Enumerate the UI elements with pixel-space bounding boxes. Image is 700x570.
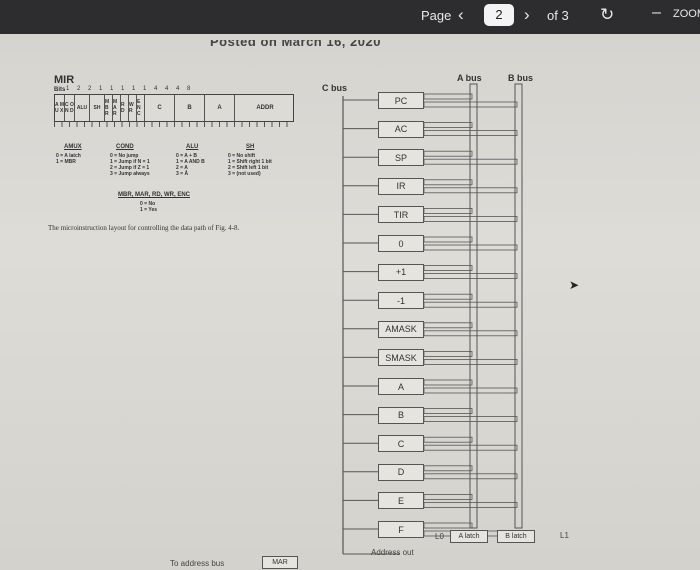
register-3: IR (378, 177, 424, 195)
register-1: AC (378, 120, 424, 138)
misc-title: MBR, MAR, RD, WR, ENC (118, 192, 190, 198)
register-12: C (378, 435, 424, 453)
a-bus-connection (423, 150, 473, 157)
mir-field-a: A (205, 95, 235, 121)
register-6: +1 (378, 263, 424, 281)
a-bus-connection (423, 379, 473, 386)
page-number-input[interactable]: 2 (484, 4, 514, 26)
register-10: A (378, 378, 424, 395)
cond-legend: 0 = No jump 1 = Jump if N = 1 2 = Jump i… (110, 153, 150, 177)
mir-field-c: C (145, 95, 175, 121)
mir-bit-ticks (54, 122, 294, 127)
register-5: 0 (378, 235, 424, 252)
register-8: AMASK (378, 320, 424, 338)
page-count: of 3 (547, 8, 569, 23)
datapath-buses (342, 83, 523, 555)
a-bus-connection (423, 265, 473, 272)
alu-legend: 0 = A + B 1 = A AND B 2 = A 3 = Ā (176, 153, 205, 177)
b-bus-connection (423, 101, 518, 108)
b-bus-label: B bus (508, 73, 534, 83)
a-bus-connection (423, 522, 473, 529)
a-bus-connection (423, 350, 473, 357)
b-bus-connection (423, 330, 518, 337)
mir-label: MIR (54, 74, 75, 86)
a-bus-connection (423, 436, 473, 443)
address-out-label: Address out (371, 548, 414, 557)
mouse-cursor-icon: ➤ (569, 278, 580, 292)
l0-label: L0 (435, 532, 444, 541)
b-bus-connection (423, 444, 518, 451)
register-7: -1 (378, 292, 424, 310)
b-bus-connection (423, 416, 518, 423)
register-0: PC (378, 92, 424, 109)
b-bus-connection (423, 273, 518, 280)
mir-field-wr: W R (129, 95, 137, 121)
b-bus-connection (423, 473, 518, 480)
a-bus-connection (423, 293, 473, 300)
register-2: SP (378, 149, 424, 167)
bits-widths: 1 2 2 1 1 1 1 1 4 4 4 8 (66, 86, 194, 92)
amux-legend: 0 = A latch 1 = MBR (56, 153, 81, 165)
zoom-label[interactable]: ZOOM (673, 8, 700, 20)
sh-title: SH (246, 144, 255, 150)
mir-field-enc: E N C (137, 95, 145, 121)
a-bus-label: A bus (457, 73, 482, 83)
b-bus-connection (423, 244, 518, 251)
b-bus-connection (423, 358, 518, 365)
zoom-out-icon[interactable]: – (652, 4, 661, 21)
sh-legend: 0 = No shift 1 = Shift right 1 bit 2 = S… (228, 153, 272, 177)
register-11: B (378, 406, 424, 424)
c-bus-label: C bus (322, 83, 348, 93)
a-bus-connection (423, 207, 473, 214)
b-bus-connection (423, 301, 518, 308)
pdf-toolbar: Page ‹ 2 › of 3 ↻ – ZOOM (0, 0, 700, 34)
l1-label: L1 (560, 531, 569, 540)
register-14: E (378, 492, 424, 510)
cond-title: COND (116, 144, 134, 150)
b-latch: B latch (497, 530, 535, 543)
mar-register: MAR (262, 556, 298, 569)
a-bus-connection (423, 236, 473, 243)
register-13: D (378, 463, 424, 481)
mir-register: A M U X C O N D ALU SH M B R M A R R D W… (54, 94, 294, 122)
a-latch: A latch (450, 530, 488, 543)
b-bus-connection (423, 215, 518, 222)
mir-field-amux: A M U X (55, 95, 65, 121)
register-15: F (378, 521, 424, 538)
a-bus-connection (423, 465, 473, 472)
a-bus-connection (423, 493, 473, 500)
register-9: SMASK (378, 349, 424, 367)
b-bus-connection (423, 387, 518, 394)
to-address-bus-label: To address bus (170, 559, 225, 568)
rotate-icon[interactable]: ↻ (600, 5, 615, 24)
a-bus-connection (423, 122, 473, 128)
mir-field-addr: ADDR (256, 105, 274, 111)
mir-field-sh: SH (90, 95, 105, 121)
alu-title: ALU (186, 144, 199, 150)
mir-field-alu: ALU (75, 95, 90, 121)
mir-field-mbr: M B R (105, 95, 113, 121)
a-bus-connection (423, 93, 473, 100)
a-bus-connection (423, 408, 473, 415)
next-page-icon[interactable]: › (524, 5, 530, 24)
amux-title: AMUX (64, 144, 82, 150)
b-bus-connection (423, 187, 518, 194)
bits-label: Bits (54, 87, 66, 93)
register-4: TIR (378, 206, 424, 224)
misc-legend: 0 = No 1 = Yes (140, 201, 158, 213)
page-label: Page (421, 8, 452, 23)
posted-date: Posted on March 16, 2020 (210, 34, 381, 49)
a-bus-connection (423, 179, 473, 186)
a-bus-connection (423, 322, 473, 329)
b-bus-connection (423, 501, 518, 508)
figure-caption: The microinstruction layout for controll… (48, 224, 240, 232)
mir-field-cond: C O N D (65, 95, 75, 121)
document-page: Posted on March 16, 2020 MIR Bits 1 2 2 … (0, 34, 700, 570)
mir-field-mar: M A R (113, 95, 121, 121)
mir-field-b: B (175, 95, 205, 121)
b-bus-connection (423, 158, 518, 165)
previous-page-icon[interactable]: ‹ (458, 5, 464, 24)
b-bus-connection (423, 130, 518, 136)
mir-field-rd: R D (121, 95, 129, 121)
